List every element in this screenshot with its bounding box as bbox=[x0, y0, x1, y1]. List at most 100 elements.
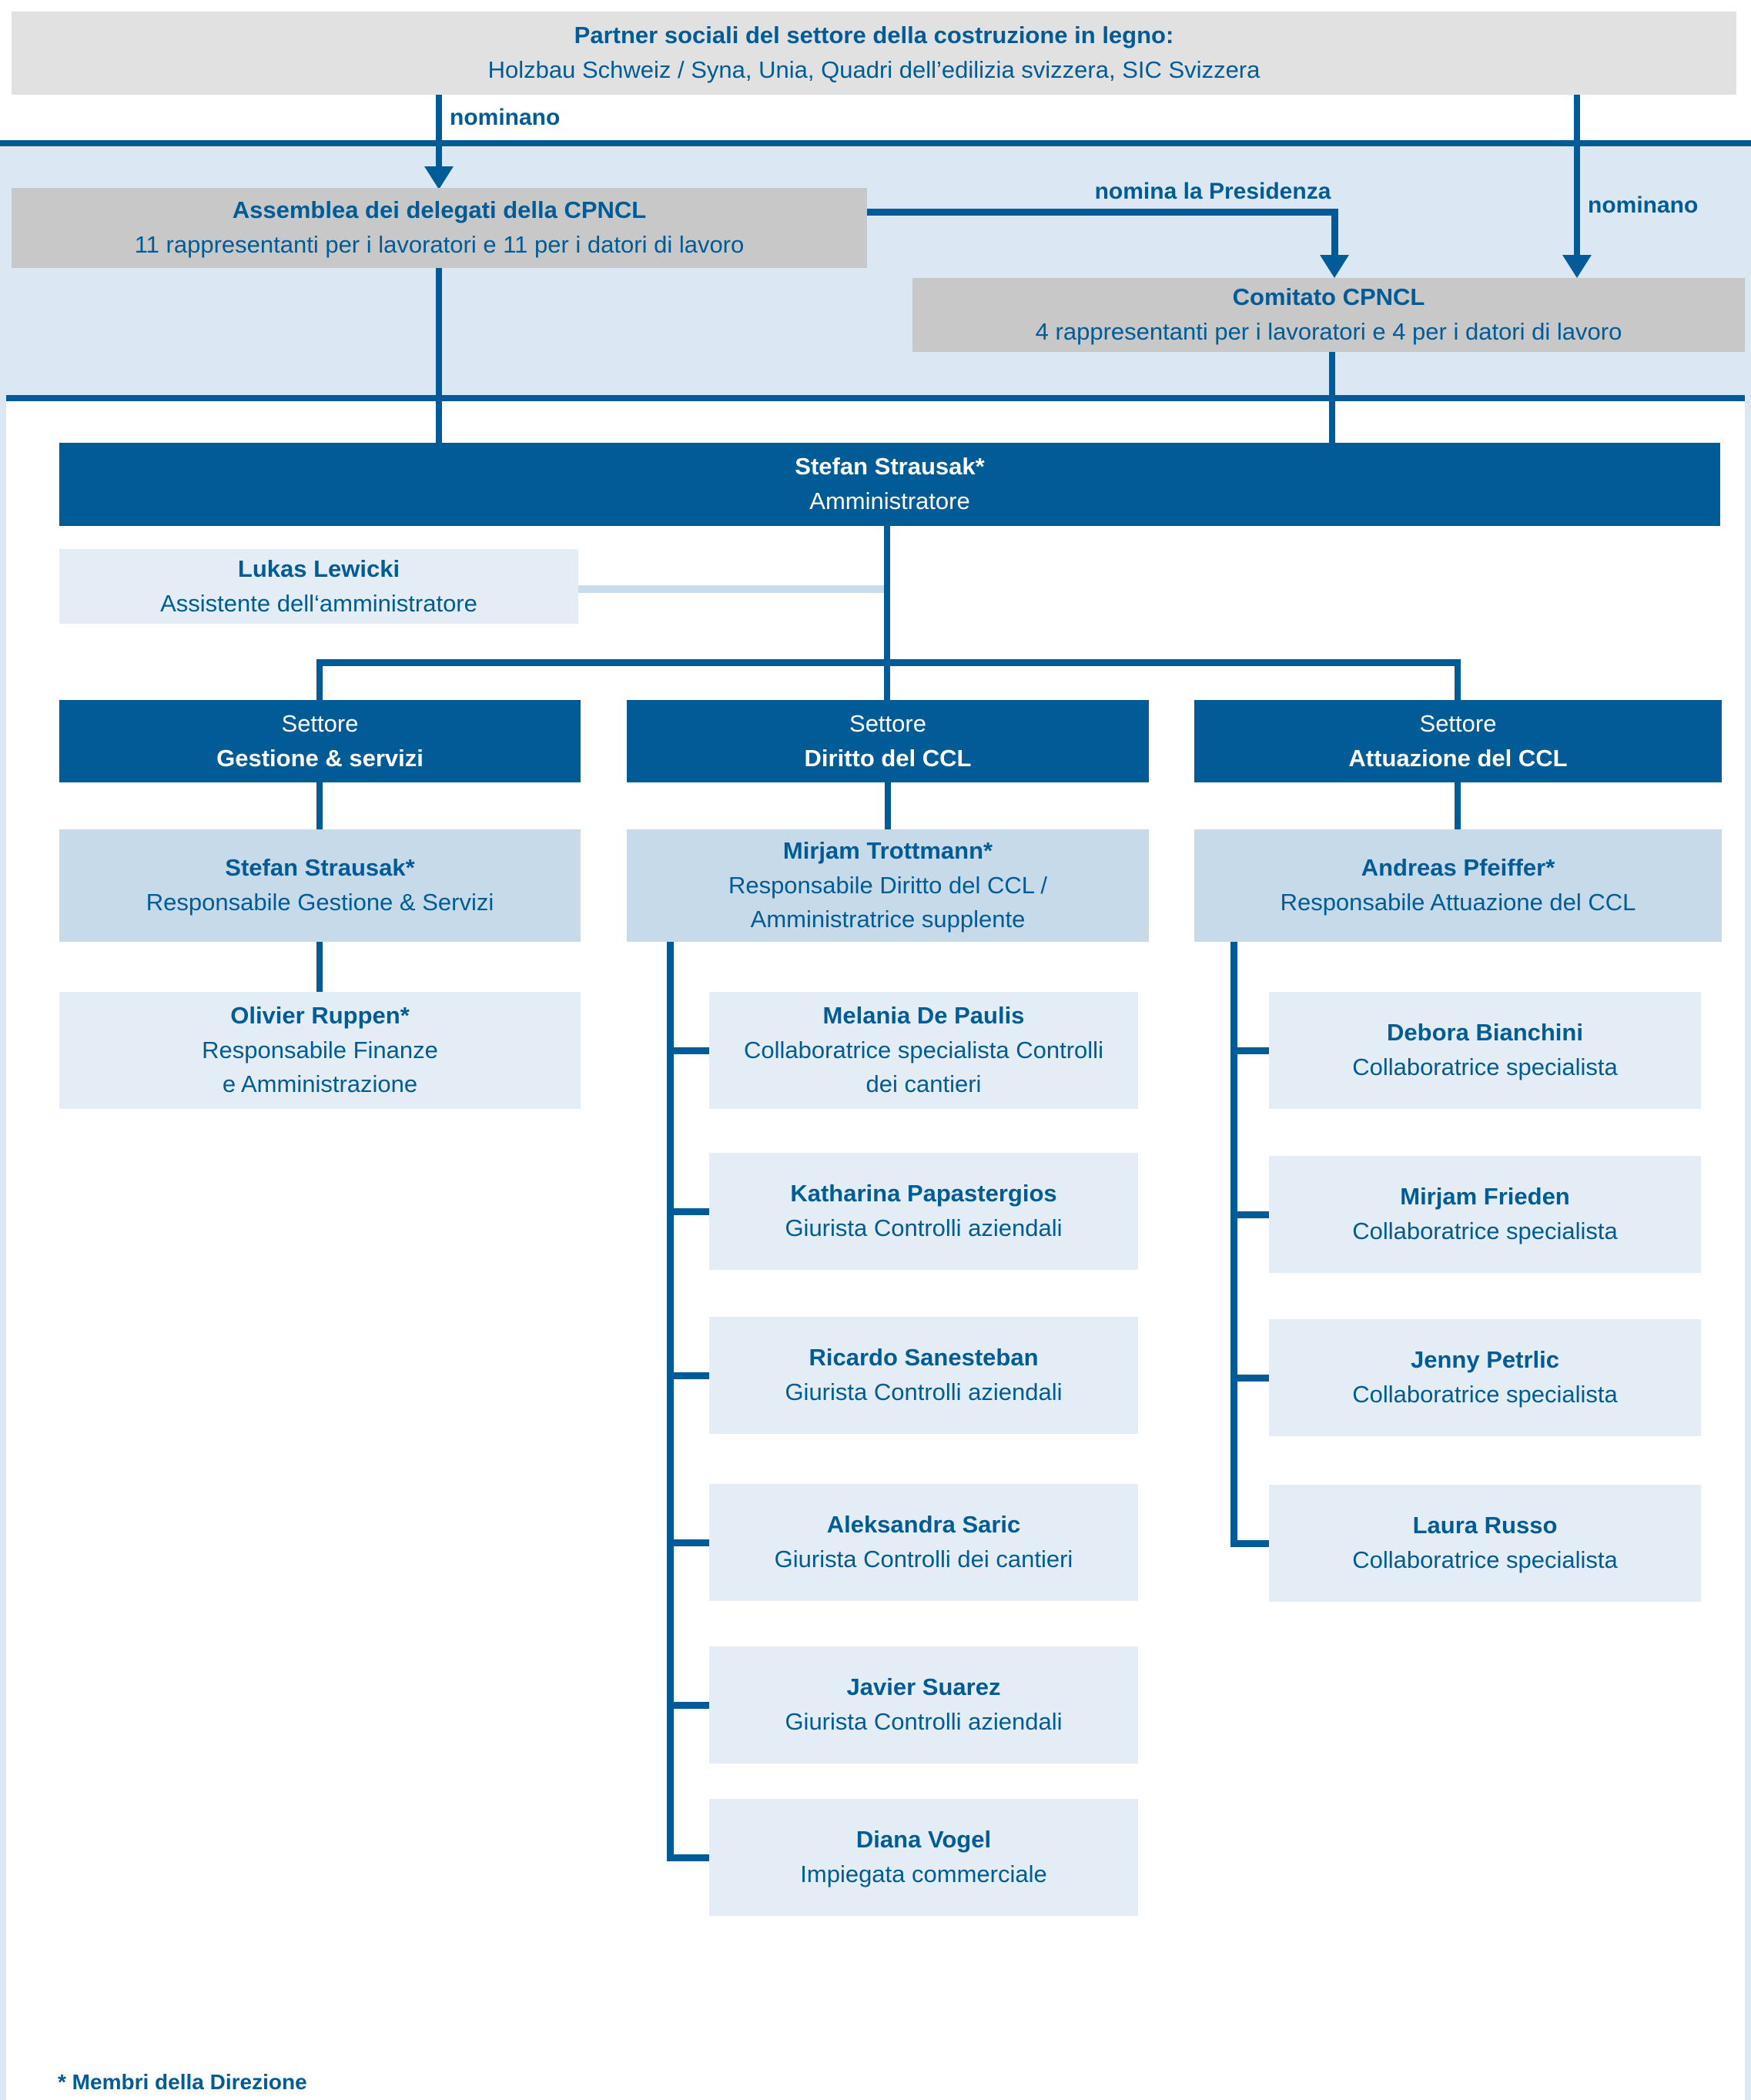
connector-stub-mirjam-frieden bbox=[1230, 1211, 1269, 1218]
label-nominano-left: nominano bbox=[450, 105, 561, 130]
person-name: Jenny Petrlic bbox=[1411, 1346, 1559, 1374]
connector-stub-laura bbox=[1230, 1540, 1269, 1547]
person-name: Aleksandra Saric bbox=[826, 1511, 1021, 1539]
staff-box-olivier-ruppen: Olivier Ruppen* Responsabile Finanze e A… bbox=[59, 992, 581, 1109]
divider-rule-top bbox=[0, 140, 1751, 146]
person-name: Debora Bianchini bbox=[1387, 1019, 1583, 1047]
social-partners-subtitle: Holzbau Schweiz / Syna, Unia, Quadri del… bbox=[487, 56, 1261, 83]
connector-sector1-head bbox=[316, 782, 323, 829]
person-role: Responsabile Gestione & Servizi bbox=[146, 889, 494, 916]
connector-committee-administrator bbox=[1329, 352, 1335, 443]
connector-assembly-administrator bbox=[436, 268, 442, 443]
connector-stub-melania bbox=[667, 1047, 709, 1054]
person-role: Collaboratrice specialista bbox=[1352, 1217, 1618, 1244]
person-name: Olivier Ruppen* bbox=[230, 1001, 410, 1029]
connector-stub-diana bbox=[667, 1854, 709, 1861]
connector-assistant bbox=[578, 585, 884, 593]
social-partners-box: Partner sociali del settore della costru… bbox=[12, 12, 1736, 95]
label-nominano-right: nominano bbox=[1588, 193, 1699, 218]
person-name: Andreas Pfeiffer* bbox=[1361, 854, 1555, 882]
sector-box-diritto: Settore Diritto del CCL bbox=[627, 700, 1149, 782]
connector-stub-jenny bbox=[1230, 1375, 1269, 1382]
band-background bbox=[0, 146, 1751, 395]
committee-box: Comitato CPNCL 4 rappresentanti per i la… bbox=[912, 278, 1745, 352]
person-role: Giurista Controlli aziendali bbox=[785, 1378, 1063, 1405]
connector-stub-debora bbox=[1230, 1047, 1269, 1054]
connector-administrator-spine bbox=[884, 526, 890, 700]
person-role: Collaboratrice specialista bbox=[1352, 1053, 1618, 1080]
connector-drop-sector-1 bbox=[316, 659, 323, 700]
head-box-mirjam-trottmann: Mirjam Trottmann* Responsabile Diritto d… bbox=[627, 829, 1149, 942]
connector-partners-committee bbox=[1574, 95, 1580, 256]
connector-distribution-bar bbox=[316, 659, 1461, 666]
person-role: Responsabile Finanze e Amministrazione bbox=[202, 1036, 438, 1098]
staff-box-melania-de-paulis: Melania De Paulis Collaboratrice special… bbox=[709, 992, 1138, 1109]
staff-box-diana-vogel: Diana Vogel Impiegata commerciale bbox=[709, 1799, 1138, 1916]
sector-label: Settore bbox=[849, 709, 926, 737]
assembly-title: Assemblea dei delegati della CPNCL bbox=[232, 196, 647, 224]
connector-stub-ricardo bbox=[667, 1372, 709, 1379]
assistant-role: Assistente dell‘amministratore bbox=[160, 589, 477, 617]
footnote: * Membri della Direzione bbox=[58, 2070, 307, 2094]
staff-box-katharina-papastergios: Katharina Papastergios Giurista Controll… bbox=[709, 1153, 1138, 1270]
connector-drop-sector-3 bbox=[1455, 659, 1461, 700]
sector-box-gestione: Settore Gestione & servizi bbox=[59, 700, 581, 782]
person-role: Responsabile Diritto del CCL / Amministr… bbox=[728, 871, 1048, 933]
person-role: Impiegata commerciale bbox=[800, 1861, 1047, 1887]
arrowhead-assembly bbox=[424, 166, 454, 189]
sector-name: Attuazione del CCL bbox=[1348, 744, 1568, 772]
connector-stub-aleksandra bbox=[667, 1539, 709, 1546]
person-name: Mirjam Frieden bbox=[1400, 1183, 1570, 1211]
connector-sector3-head bbox=[1455, 782, 1461, 829]
assistant-name: Lukas Lewicki bbox=[237, 554, 400, 582]
staff-box-mirjam-frieden: Mirjam Frieden Collaboratrice specialist… bbox=[1269, 1156, 1701, 1273]
person-role: Collaboratrice specialista bbox=[1352, 1546, 1618, 1573]
sector-name: Diritto del CCL bbox=[804, 744, 972, 772]
connector-stub-javier bbox=[667, 1702, 709, 1709]
assistant-box: Lukas Lewicki Assistente dell‘amministra… bbox=[59, 549, 578, 624]
sector-box-attuazione: Settore Attuazione del CCL bbox=[1194, 700, 1722, 782]
person-name: Diana Vogel bbox=[855, 1826, 992, 1854]
divider-rule-middle bbox=[6, 395, 1745, 401]
connector-presidenza-horizontal bbox=[867, 209, 1338, 216]
person-role: Collaboratrice specialista Controlli dei… bbox=[744, 1036, 1103, 1098]
social-partners-title: Partner sociali del settore della costru… bbox=[574, 22, 1174, 49]
staff-box-ricardo-sanesteban: Ricardo Sanesteban Giurista Controlli az… bbox=[709, 1317, 1138, 1434]
sector-name: Gestione & servizi bbox=[216, 744, 424, 772]
person-role: Giurista Controlli aziendali bbox=[785, 1214, 1063, 1241]
person-role: Responsabile Attuazione del CCL bbox=[1280, 889, 1636, 916]
assembly-box: Assemblea dei delegati della CPNCL 11 ra… bbox=[12, 188, 867, 268]
connector-presidenza-vertical bbox=[1331, 209, 1338, 256]
person-name: Ricardo Sanesteban bbox=[809, 1344, 1039, 1372]
connector-spine-sector3 bbox=[1230, 942, 1237, 1547]
person-role: Giurista Controlli aziendali bbox=[785, 1708, 1063, 1735]
connector-head1-staff bbox=[316, 942, 323, 992]
left-edge-strip bbox=[0, 395, 6, 2100]
assembly-subtitle: 11 rappresentanti per i lavoratori e 11 … bbox=[134, 231, 745, 258]
arrowhead-committee-left bbox=[1320, 255, 1349, 278]
head-box-andreas-pfeiffer: Andreas Pfeiffer* Responsabile Attuazion… bbox=[1194, 829, 1722, 942]
connector-spine-sector2 bbox=[667, 942, 674, 1861]
connector-stub-katharina bbox=[667, 1208, 709, 1215]
arrowhead-committee-right bbox=[1562, 255, 1592, 278]
head-box-stefan-strausak: Stefan Strausak* Responsabile Gestione &… bbox=[59, 829, 581, 942]
person-name: Katharina Papastergios bbox=[790, 1180, 1057, 1207]
connector-sector2-head bbox=[885, 782, 891, 829]
staff-box-aleksandra-saric: Aleksandra Saric Giurista Controlli dei … bbox=[709, 1484, 1138, 1601]
connector-partners-assembly bbox=[436, 95, 442, 168]
committee-title: Comitato CPNCL bbox=[1232, 283, 1425, 311]
right-edge-strip bbox=[1745, 395, 1751, 2100]
label-nomina-presidenza: nomina la Presidenza bbox=[1094, 179, 1331, 204]
person-name: Laura Russo bbox=[1412, 1512, 1558, 1539]
person-name: Melania De Paulis bbox=[822, 1001, 1025, 1029]
administrator-name: Stefan Strausak* bbox=[795, 453, 985, 481]
administrator-box: Stefan Strausak* Amministratore bbox=[59, 443, 1720, 526]
staff-box-jenny-petrlic: Jenny Petrlic Collaboratrice specialista bbox=[1269, 1319, 1701, 1436]
person-name: Javier Suarez bbox=[846, 1673, 1001, 1701]
person-role: Collaboratrice specialista bbox=[1352, 1381, 1618, 1408]
staff-box-debora-bianchini: Debora Bianchini Collaboratrice speciali… bbox=[1269, 992, 1701, 1109]
person-role: Giurista Controlli dei cantieri bbox=[774, 1546, 1073, 1572]
committee-subtitle: 4 rappresentanti per i lavoratori e 4 pe… bbox=[1035, 318, 1622, 345]
staff-box-laura-russo: Laura Russo Collaboratrice specialista bbox=[1269, 1485, 1701, 1602]
sector-label: Settore bbox=[281, 709, 359, 737]
